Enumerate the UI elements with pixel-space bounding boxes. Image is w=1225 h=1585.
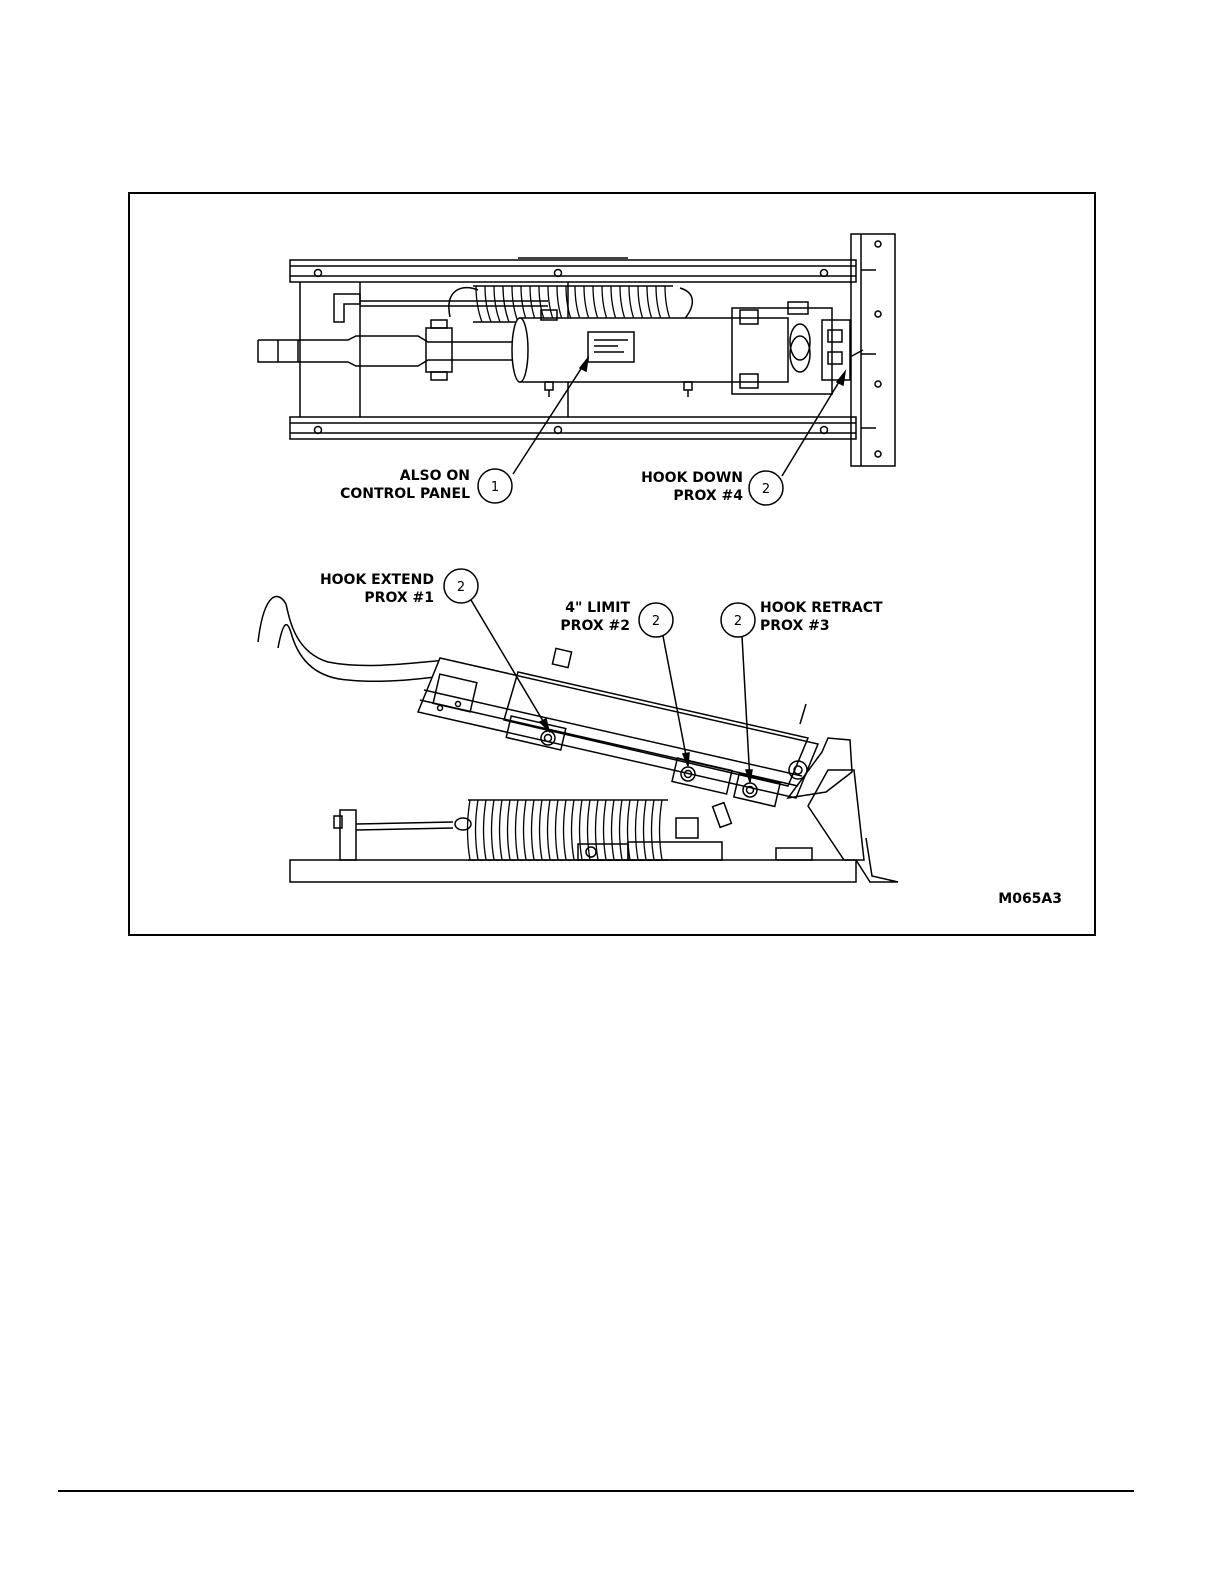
footer-rule: [58, 1490, 1134, 1492]
svg-text:PROX #4: PROX #4: [673, 488, 743, 504]
svg-text:2: 2: [734, 614, 742, 629]
svg-text:ALSO ON: ALSO ON: [400, 468, 470, 484]
svg-text:2: 2: [762, 482, 770, 497]
figure-frame: ALSO ON CONTROL PANEL 1 HOOK DOWN PROX #…: [128, 192, 1096, 936]
svg-text:2: 2: [457, 580, 465, 595]
svg-text:4" LIMIT: 4" LIMIT: [565, 600, 630, 616]
svg-text:CONTROL PANEL: CONTROL PANEL: [340, 486, 470, 502]
svg-text:HOOK DOWN: HOOK DOWN: [641, 470, 743, 486]
svg-text:1: 1: [491, 480, 499, 495]
figure-id: M065A3: [998, 891, 1062, 907]
svg-text:PROX #3: PROX #3: [760, 618, 830, 634]
svg-text:HOOK RETRACT: HOOK RETRACT: [760, 600, 883, 616]
svg-text:HOOK EXTEND: HOOK EXTEND: [320, 572, 434, 588]
svg-text:PROX #2: PROX #2: [560, 618, 630, 634]
svg-text:2: 2: [652, 614, 660, 629]
callout-4in-limit-prox-2: 4" LIMIT PROX #2 2: [560, 600, 673, 637]
svg-text:PROX #1: PROX #1: [364, 590, 434, 606]
